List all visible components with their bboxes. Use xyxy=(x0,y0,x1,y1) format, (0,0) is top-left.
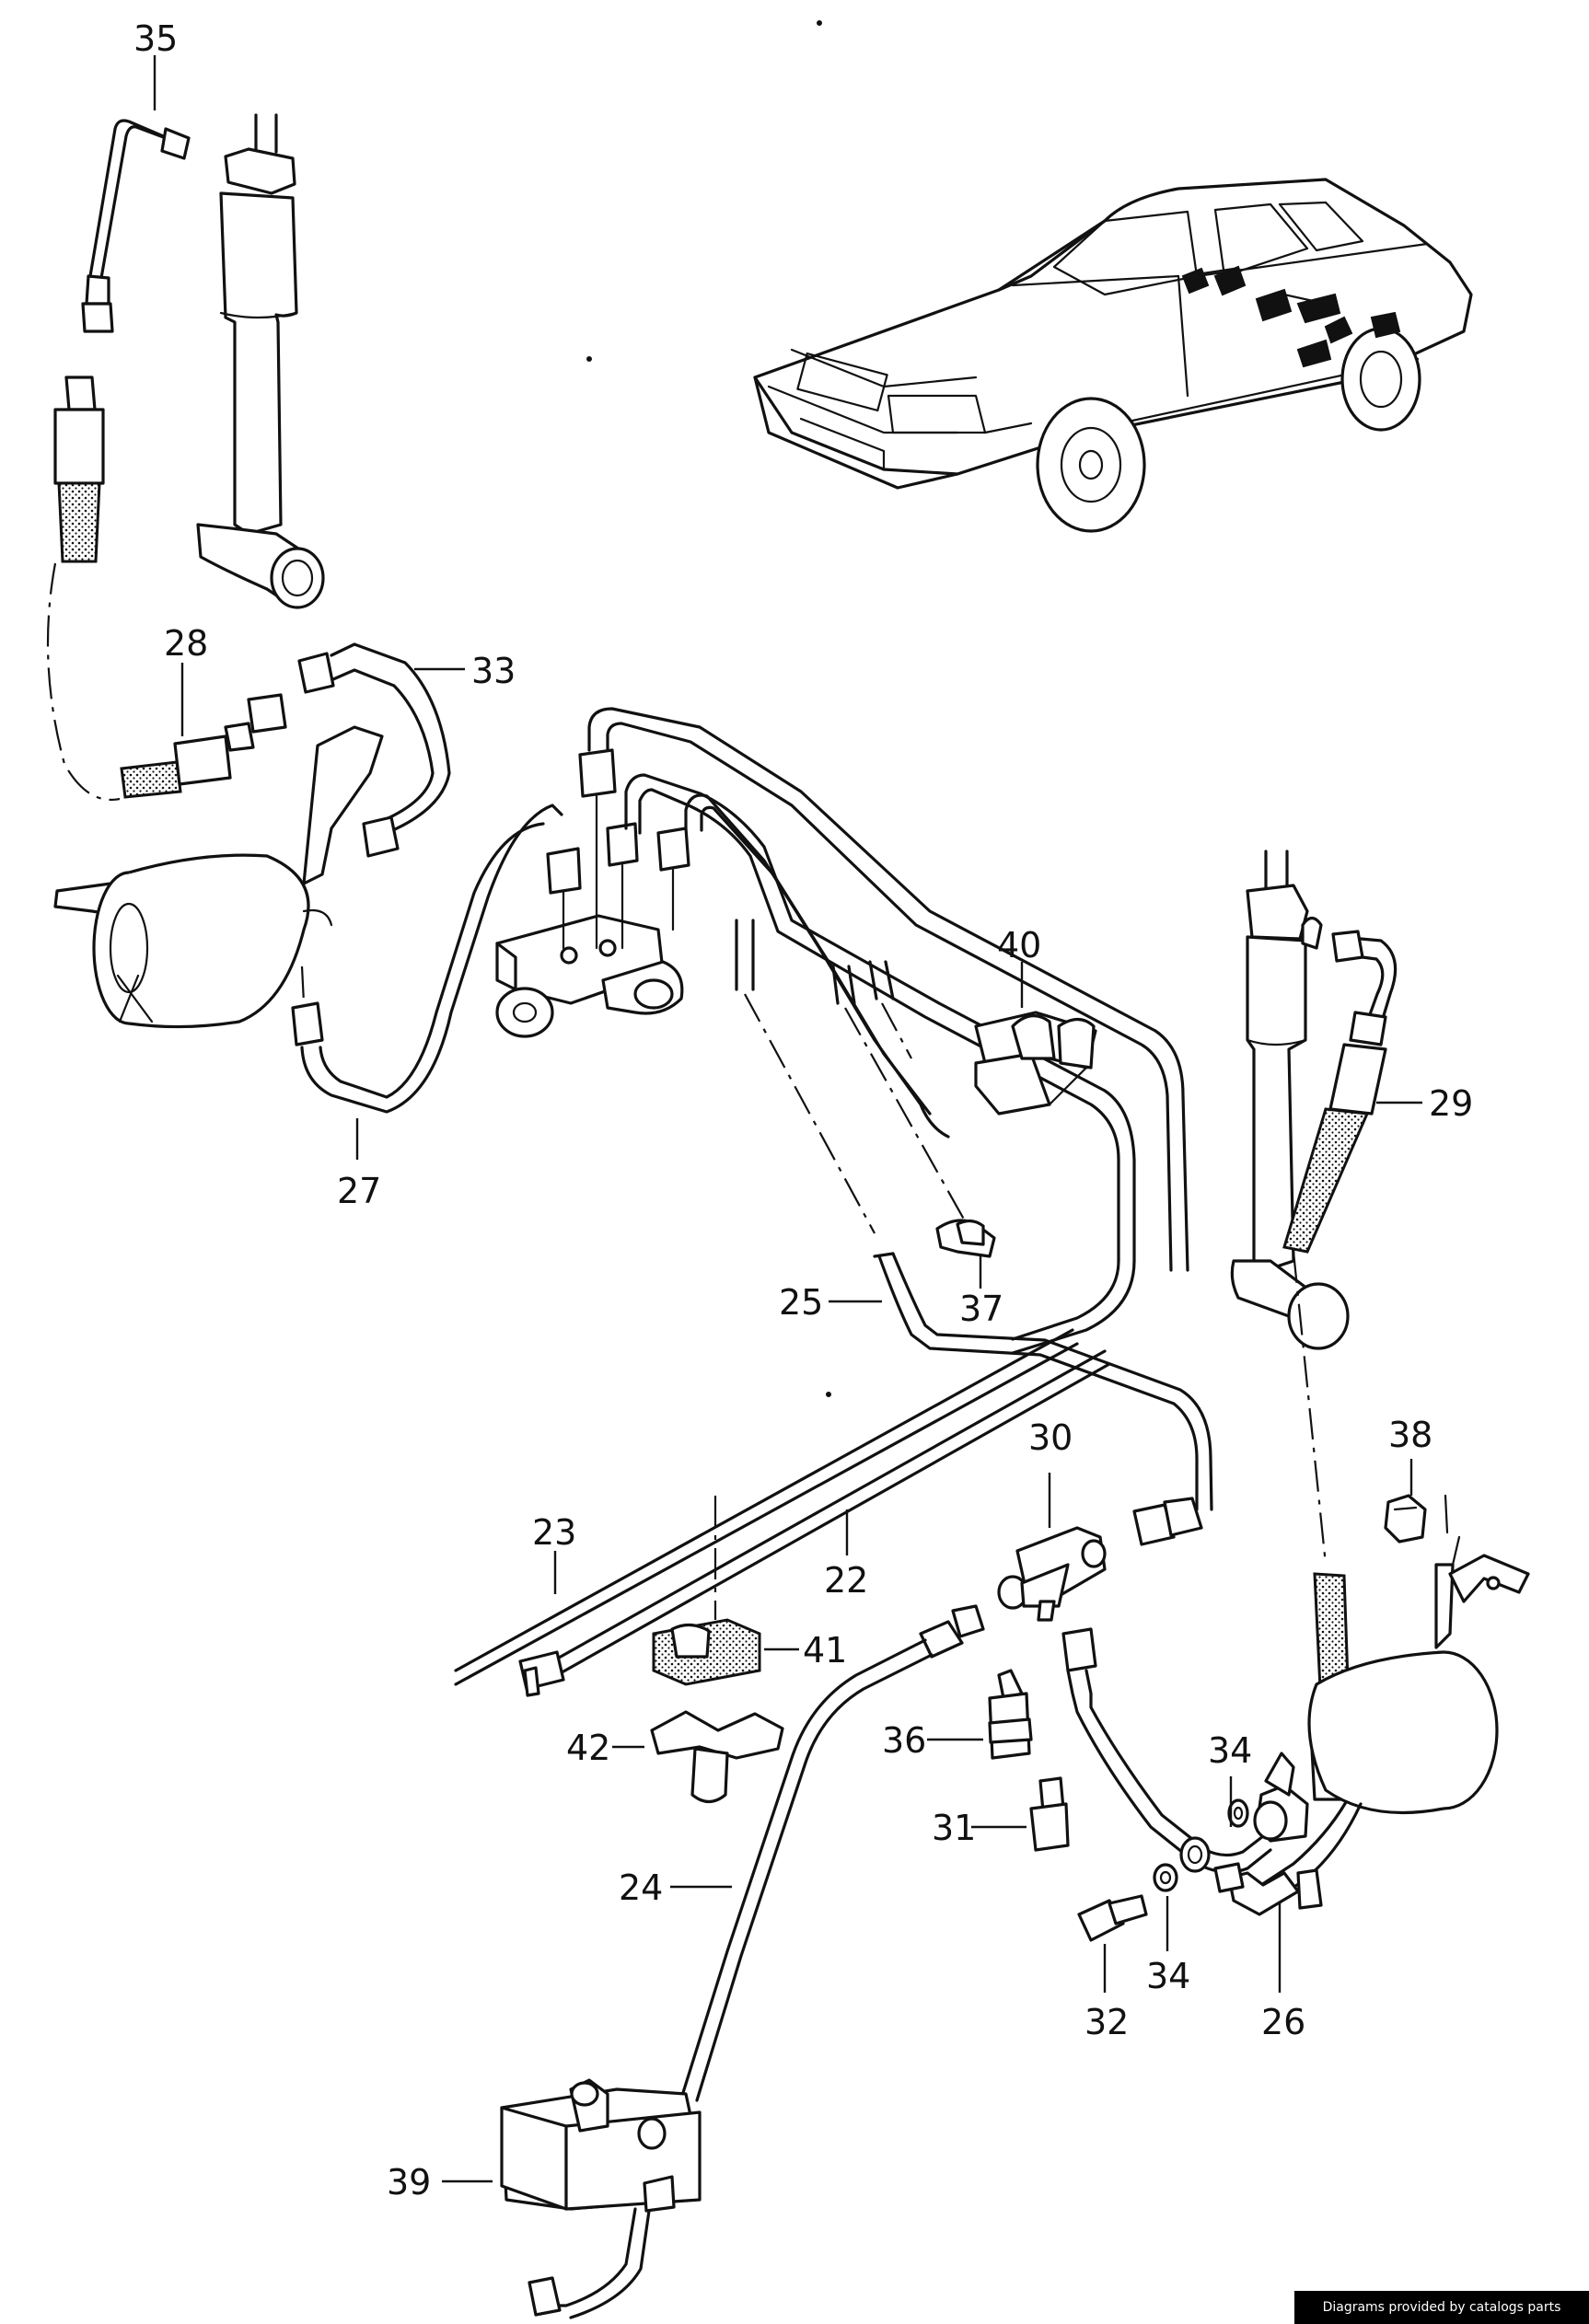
callout-36: 36 xyxy=(882,1720,926,1761)
brake-line-24 xyxy=(670,1604,985,2102)
callout-26: 26 xyxy=(1261,2002,1305,2042)
callout-33: 33 xyxy=(471,651,516,691)
brake-line-33 xyxy=(297,642,465,858)
brake-line-35 xyxy=(53,55,191,563)
callout-27: 27 xyxy=(337,1171,381,1211)
diagram-credit: Diagrams provided by catalogs parts xyxy=(1294,2291,1589,2324)
callout-41: 41 xyxy=(803,1630,847,1671)
callout-29: 29 xyxy=(1429,1083,1473,1124)
bleed-valve-36 xyxy=(927,1669,1033,1760)
callout-22: 22 xyxy=(824,1560,868,1601)
car-illustration xyxy=(753,178,1473,533)
callout-24: 24 xyxy=(619,1867,663,1908)
brake-line-27 xyxy=(291,804,563,1160)
tee-fitting-30 xyxy=(997,1473,1107,1622)
callout-37: 37 xyxy=(959,1289,1003,1329)
right-strut xyxy=(1230,850,1350,1350)
callout-35: 35 xyxy=(133,18,178,59)
clip-42 xyxy=(612,1710,784,1804)
rear-caliper-39 xyxy=(442,2078,702,2319)
clip-37 xyxy=(935,1219,996,1289)
callout-28: 28 xyxy=(164,623,208,664)
left-strut xyxy=(196,113,325,609)
clip-38 xyxy=(1384,1459,1449,1544)
callout-40: 40 xyxy=(997,925,1041,965)
callout-31: 31 xyxy=(932,1808,976,1848)
front-caliper-left xyxy=(53,725,384,1029)
callout-23: 23 xyxy=(532,1512,576,1553)
brake-distributor xyxy=(495,748,690,1038)
callout-34: 34 xyxy=(1146,1956,1190,1996)
callout-42: 42 xyxy=(566,1728,610,1768)
brake-line-25 xyxy=(829,1252,1213,1546)
callout-labels: 35 28 33 27 40 29 37 25 30 38 23 22 41 4… xyxy=(133,18,1473,2203)
bolt-31 xyxy=(971,1776,1070,1852)
banjo-fitting xyxy=(1153,1752,1323,1951)
main-brake-pipes xyxy=(587,707,1189,1272)
callout-38: 38 xyxy=(1388,1415,1432,1455)
rear-caliper-right xyxy=(1307,1535,1530,1815)
callout-25: 25 xyxy=(779,1282,823,1323)
brake-hose-29 xyxy=(1282,930,1422,1566)
clip-40 xyxy=(974,962,1097,1116)
brake-line-26 xyxy=(1061,1627,1363,1993)
bolt-32 xyxy=(1077,1894,1148,1993)
clip-41 xyxy=(652,1618,799,1686)
callout-32: 32 xyxy=(1084,2002,1129,2042)
brake-lines-22-23 xyxy=(454,1328,1111,1697)
callout-39: 39 xyxy=(387,2162,431,2203)
callout-30: 30 xyxy=(1028,1417,1073,1458)
callout-34: 34 xyxy=(1208,1730,1252,1771)
brake-hose-28 xyxy=(46,562,287,801)
